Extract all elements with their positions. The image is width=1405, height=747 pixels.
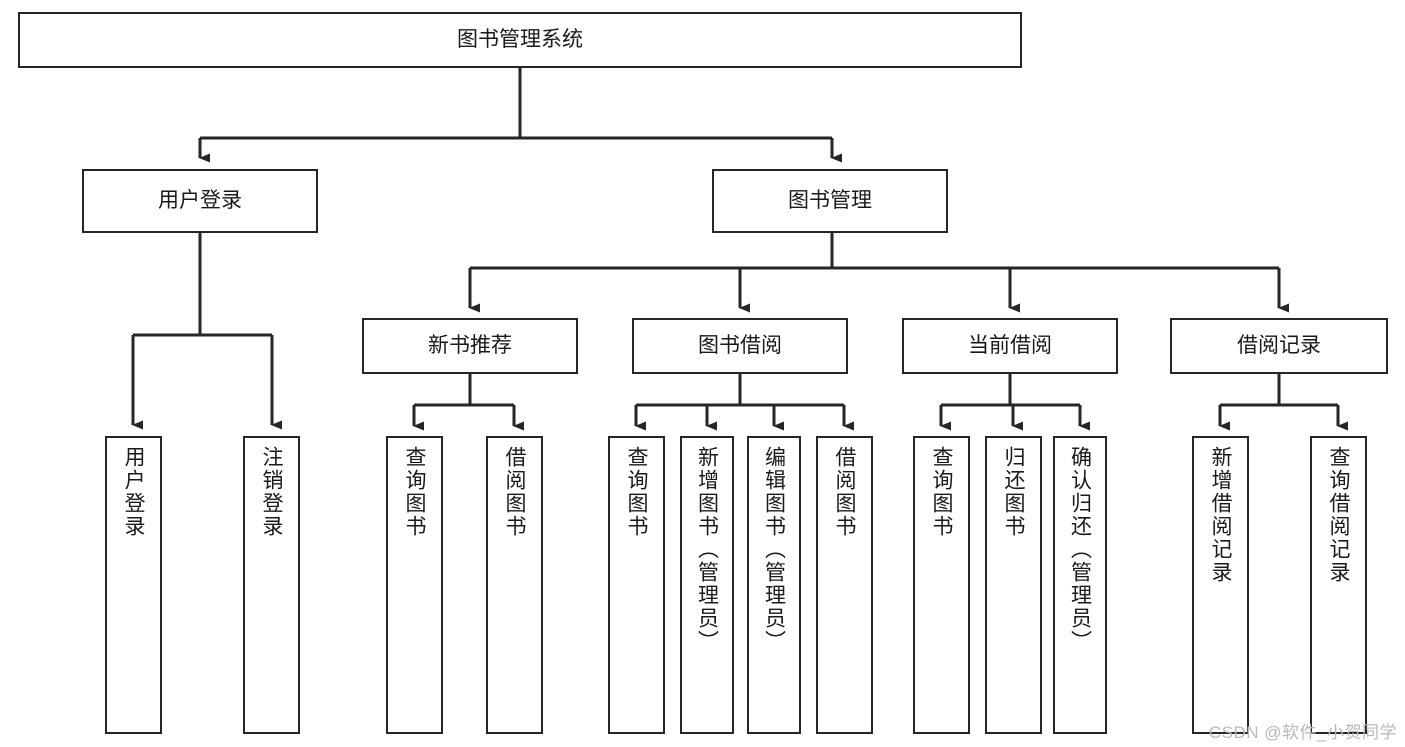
node-book-management[interactable]: 图书管理 [712,169,948,233]
node-label: 查询图书 [625,446,648,538]
node-current-borrowing[interactable]: 当前借阅 [902,318,1118,374]
node-label: 当前借阅 [968,334,1052,358]
node-leaf-query-book-borrow[interactable]: 查询图书 [608,436,665,734]
connector-borrow-to-leaves [634,374,854,431]
node-label: 用户登录 [122,446,145,538]
node-label: 新书推荐 [428,334,512,358]
connector-new-book-to-leaves [412,374,524,431]
node-leaf-logout[interactable]: 注销登录 [243,436,300,734]
node-borrow-records[interactable]: 借阅记录 [1170,318,1388,374]
watermark: CSDN @软件_小贺同学 [1208,723,1397,742]
connector-book-mgmt-to-level3 [468,233,1289,313]
node-label: 查询借阅记录 [1327,446,1350,584]
node-label: 借阅记录 [1237,334,1321,358]
node-root-system[interactable]: 图书管理系统 [18,12,1022,68]
node-leaf-add-book-admin[interactable]: 新增图书（管理员） [680,436,734,734]
node-label: 借阅图书 [833,446,856,538]
node-label: 查询图书 [403,446,426,538]
node-leaf-edit-book-admin[interactable]: 编辑图书（管理员） [747,436,801,734]
node-label: 图书管理 [788,189,872,213]
connector-root-to-level2 [198,68,842,163]
node-label: 确认归还（管理员） [1068,446,1092,653]
node-leaf-query-book-new[interactable]: 查询图书 [386,436,443,734]
connector-user-login-to-leaves [131,233,282,430]
node-label: 查询图书 [930,446,953,538]
node-label: 编辑图书（管理员） [762,446,786,653]
node-leaf-user-login[interactable]: 用户登录 [105,436,162,734]
node-leaf-query-borrow-record[interactable]: 查询借阅记录 [1310,436,1367,734]
node-label: 借阅图书 [503,446,526,538]
node-label: 归还图书 [1002,446,1025,538]
node-label: 图书管理系统 [457,28,583,52]
node-user-login[interactable]: 用户登录 [82,169,318,233]
node-leaf-return-book[interactable]: 归还图书 [985,436,1042,734]
node-label: 新增图书（管理员） [695,446,719,653]
node-label: 用户登录 [158,189,242,213]
node-label: 新增借阅记录 [1209,446,1232,584]
node-label: 图书借阅 [698,334,782,358]
connector-current-borrow-to-leaves [939,374,1090,431]
node-leaf-borrow-book-new[interactable]: 借阅图书 [486,436,543,734]
node-leaf-add-borrow-record[interactable]: 新增借阅记录 [1192,436,1249,734]
node-leaf-query-book-current[interactable]: 查询图书 [913,436,970,734]
node-leaf-borrow-book[interactable]: 借阅图书 [816,436,873,734]
node-leaf-confirm-return-admin[interactable]: 确认归还（管理员） [1053,436,1107,734]
connector-records-to-leaves [1218,374,1348,431]
node-label: 注销登录 [260,446,283,538]
node-book-borrowing[interactable]: 图书借阅 [632,318,848,374]
node-new-book-recommendation[interactable]: 新书推荐 [362,318,578,374]
